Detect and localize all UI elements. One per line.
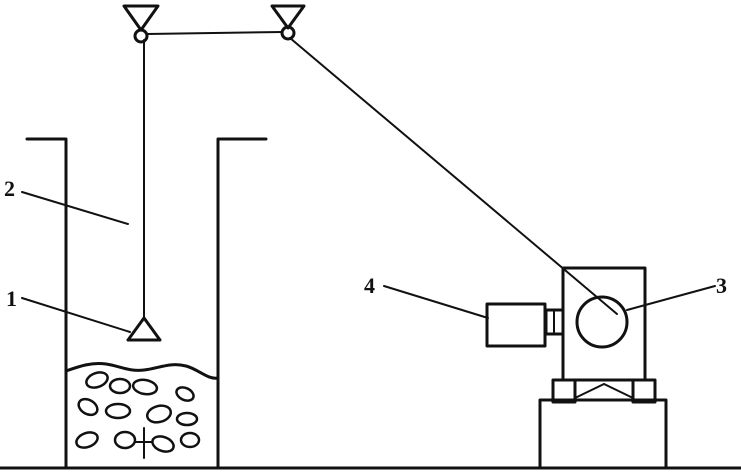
particle: [151, 435, 175, 453]
particle: [75, 431, 99, 449]
pulley-right: [270, 4, 306, 41]
particle: [179, 431, 201, 449]
tank-right-wall: [216, 137, 268, 470]
particle: [175, 411, 199, 427]
tank: [25, 137, 268, 470]
winch-brace: [574, 382, 634, 399]
pulley-left-mount: [122, 4, 160, 32]
particle: [77, 397, 99, 417]
winch: [485, 266, 668, 470]
leader-2: [21, 191, 129, 225]
probe-weight: [126, 316, 162, 342]
particle: [113, 430, 137, 450]
pulley-right-mount: [270, 4, 306, 30]
motor: [485, 302, 547, 348]
particle: [131, 378, 159, 396]
liquid-surface: [64, 362, 220, 380]
rope-horizontal: [146, 31, 283, 35]
leader-3: [626, 285, 716, 311]
pulley-left-wheel: [133, 28, 149, 44]
winch-frame: [561, 266, 647, 382]
pulley-left: [122, 4, 160, 44]
particles: [75, 371, 201, 453]
particle: [85, 371, 109, 389]
leader-4: [383, 285, 489, 319]
rope-diagonal: [289, 37, 618, 315]
label-4: 4: [364, 273, 375, 298]
label-2: 2: [4, 176, 15, 201]
label-1: 1: [6, 286, 17, 311]
particle: [108, 377, 132, 395]
winch-drum: [575, 295, 629, 349]
leader-1: [21, 297, 131, 333]
particle: [104, 402, 132, 420]
particle: [145, 404, 173, 424]
tank-left-wall: [25, 137, 68, 470]
label-3: 3: [716, 273, 727, 298]
winch-base: [538, 398, 668, 470]
particle: [175, 386, 195, 402]
